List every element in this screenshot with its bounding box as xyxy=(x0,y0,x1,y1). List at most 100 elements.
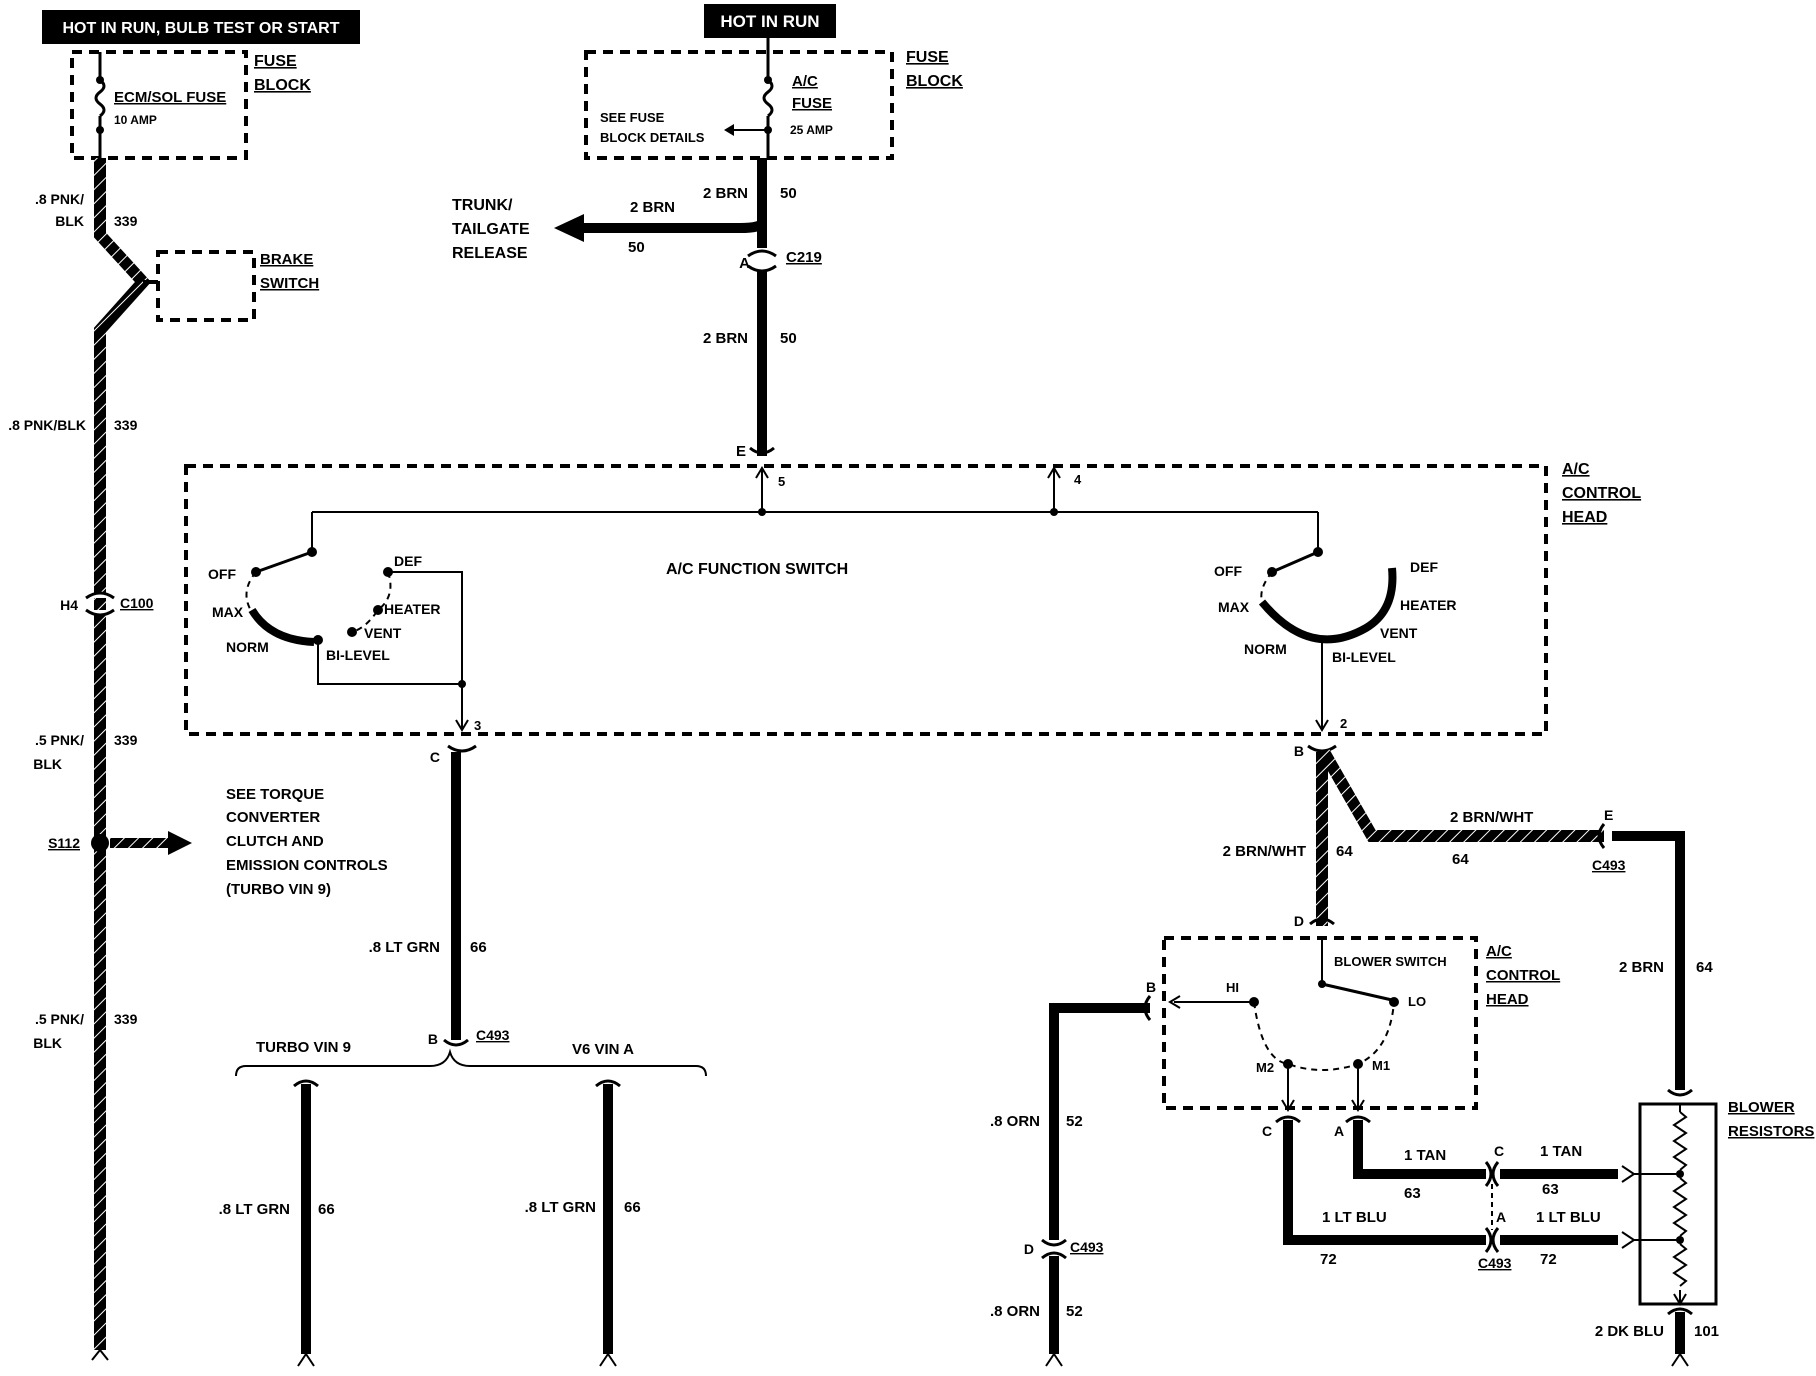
label-ltgrn-b-num: 66 xyxy=(624,1199,641,1216)
label-c219: C219 xyxy=(786,249,822,266)
label-w2-num: 339 xyxy=(114,417,138,433)
label-turbo-vin9: TURBO VIN 9 xyxy=(256,1039,351,1056)
label-brnwht-v-num: 64 xyxy=(1336,843,1353,860)
svg-text:LO: LO xyxy=(1408,994,1426,1009)
ac-control-head: A/C CONTROL HEAD A/C FUNCTION SWITCH 5 4 xyxy=(184,461,1641,736)
function-switch-left: OFF DEF MAX HEATER VENT NORM BI-LEVEL 3 xyxy=(208,547,481,733)
resistor-icon xyxy=(1672,1243,1688,1287)
label-blu1-num: 72 xyxy=(1320,1251,1337,1268)
label-c493-pin-b: B xyxy=(428,1031,438,1047)
svg-text:C: C xyxy=(1262,1123,1272,1139)
label-blu1: 1 LT BLU xyxy=(1322,1209,1387,1226)
label-w1-l1: .8 PNK/ xyxy=(35,191,84,207)
svg-text:NORM: NORM xyxy=(226,639,269,655)
svg-text:SWITCH: SWITCH xyxy=(260,275,319,292)
svg-text:VENT: VENT xyxy=(364,625,402,641)
svg-text:BLOCK: BLOCK xyxy=(254,77,311,94)
brake-switch: BRAKE SWITCH xyxy=(143,250,319,322)
label-pin-e2: E xyxy=(1604,807,1613,823)
svg-text:B: B xyxy=(1146,979,1156,995)
svg-text:TAILGATE: TAILGATE xyxy=(452,221,530,238)
svg-text:(TURBO VIN 9): (TURBO VIN 9) xyxy=(226,881,331,898)
svg-text:HEAD: HEAD xyxy=(1486,991,1529,1008)
fuse-block-center: A/C FUSE 25 AMP SEE FUSE BLOCK DETAILS F… xyxy=(584,38,963,160)
label-orn2-num: 52 xyxy=(1066,1303,1083,1320)
svg-text:BLOCK: BLOCK xyxy=(906,73,963,90)
svg-text:SEE FUSE: SEE FUSE xyxy=(600,110,665,125)
label-ltgrn-a: .8 LT GRN xyxy=(219,1201,290,1218)
svg-text:3: 3 xyxy=(474,718,481,733)
svg-text:2 BRN: 2 BRN xyxy=(630,199,675,216)
label-w3-l2: BLK xyxy=(33,756,62,772)
label-tan-pin-c: C xyxy=(1494,1143,1504,1159)
svg-text:A/C: A/C xyxy=(792,73,818,90)
label-w1-l2: BLK xyxy=(55,213,84,229)
function-switch-right: OFF DEF MAX HEATER VENT NORM BI-LEVEL 2 xyxy=(1214,547,1457,732)
svg-text:VENT: VENT xyxy=(1380,625,1418,641)
banner-left: HOT IN RUN, BULB TEST OR START xyxy=(42,10,360,44)
svg-text:BLOCK DETAILS: BLOCK DETAILS xyxy=(600,130,705,145)
svg-text:A/C: A/C xyxy=(1562,461,1590,478)
svg-text:2: 2 xyxy=(1340,716,1347,731)
label-brnwht-h: 2 BRN/WHT xyxy=(1450,809,1533,826)
label-orn2: .8 ORN xyxy=(990,1303,1040,1320)
svg-text:HEATER: HEATER xyxy=(384,601,441,617)
label-w4-num: 339 xyxy=(114,1011,138,1027)
label-blu2: 1 LT BLU xyxy=(1536,1209,1601,1226)
label-ltgrn-pin: C xyxy=(430,749,440,765)
wire-339 xyxy=(91,158,152,1361)
svg-text:M1: M1 xyxy=(1372,1058,1390,1073)
wire-lt-blu-72 xyxy=(1275,1115,1636,1253)
svg-text:BLOWER SWITCH: BLOWER SWITCH xyxy=(1334,954,1447,969)
svg-text:SEE TORQUE: SEE TORQUE xyxy=(226,786,324,803)
label-cw1-num: 50 xyxy=(780,185,797,202)
svg-text:BI-LEVEL: BI-LEVEL xyxy=(326,647,390,663)
label-orn1: .8 ORN xyxy=(990,1113,1040,1130)
svg-text:HI: HI xyxy=(1226,980,1239,995)
label-brn-64: 2 BRN xyxy=(1619,959,1664,976)
label-w4-l2: BLK xyxy=(33,1035,62,1051)
wire-brn-50 xyxy=(554,158,777,456)
label-pin-e: E xyxy=(736,443,746,460)
label-tan2: 1 TAN xyxy=(1540,1143,1582,1160)
connector-c100: H4 C100 xyxy=(60,591,154,617)
resistor-icon xyxy=(1672,1177,1688,1237)
connector-c219 xyxy=(747,249,777,273)
svg-text:H4: H4 xyxy=(60,597,78,613)
svg-text:CLUTCH AND: CLUTCH AND xyxy=(226,833,324,850)
label-cw2-num: 50 xyxy=(780,330,797,347)
svg-text:5: 5 xyxy=(778,474,785,489)
svg-text:M2: M2 xyxy=(1256,1060,1274,1075)
svg-text:CONVERTER: CONVERTER xyxy=(226,809,320,826)
svg-text:BI-LEVEL: BI-LEVEL xyxy=(1332,649,1396,665)
label-brnwht-h-num: 64 xyxy=(1452,851,1469,868)
label-brn-64-num: 64 xyxy=(1696,959,1713,976)
svg-text:HOT IN RUN: HOT IN RUN xyxy=(720,12,819,31)
label-ltgrn-num: 66 xyxy=(470,939,487,956)
resistor-icon xyxy=(1672,1111,1688,1171)
fuse-icon xyxy=(94,78,106,118)
label-cw2: 2 BRN xyxy=(703,330,748,347)
label-orn-pin-d: D xyxy=(1024,1241,1034,1257)
label-w3-l1: .5 PNK/ xyxy=(35,732,84,748)
svg-text:S112: S112 xyxy=(48,835,80,851)
fuse-icon xyxy=(762,78,774,118)
blower-switch: BLOWER SWITCH A/C CONTROL HEAD HI LO M2 … xyxy=(1146,936,1560,1139)
label-c493-e: C493 xyxy=(1592,857,1626,873)
svg-text:BLOWER: BLOWER xyxy=(1728,1099,1795,1116)
arrow-left-icon xyxy=(724,124,734,136)
arrow-left-icon xyxy=(554,214,584,242)
label-ltgrn-wire: .8 LT GRN xyxy=(369,939,440,956)
svg-text:CONTROL: CONTROL xyxy=(1486,967,1560,984)
label-tan2-num: 63 xyxy=(1542,1181,1559,1198)
label-w2: .8 PNK/BLK xyxy=(8,417,86,433)
svg-text:FUSE: FUSE xyxy=(254,53,297,70)
label-dkblu: 2 DK BLU xyxy=(1595,1323,1664,1340)
label-w3-num: 339 xyxy=(114,732,138,748)
svg-text:DEF: DEF xyxy=(394,553,422,569)
blower-resistors: BLOWER RESISTORS xyxy=(1634,1099,1814,1306)
label-pin-b: B xyxy=(1294,743,1304,759)
svg-text:TRUNK/: TRUNK/ xyxy=(452,197,513,214)
label-c493-orn: C493 xyxy=(1070,1239,1104,1255)
